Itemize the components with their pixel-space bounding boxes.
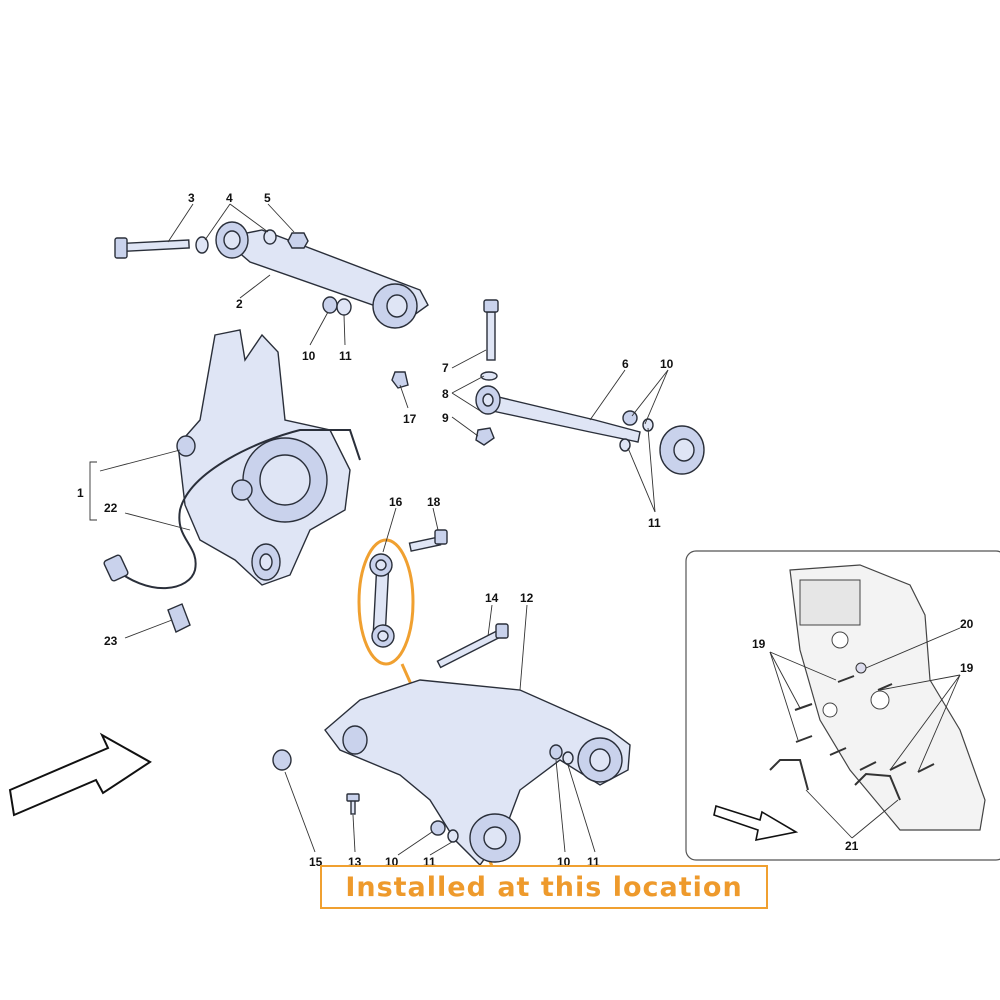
- label-18: 18: [427, 495, 441, 509]
- washer-8: [480, 371, 498, 381]
- label-7: 7: [442, 361, 449, 375]
- installed-location-callout: Installed at this location: [320, 865, 768, 909]
- nut-5: [287, 232, 309, 249]
- label-23: 23: [104, 634, 118, 648]
- label-9: 9: [442, 411, 449, 425]
- label-11-toe: 11: [648, 516, 661, 530]
- direction-arrow-icon: [8, 732, 152, 817]
- nut-10: [322, 296, 338, 314]
- label-10-toe: 10: [660, 357, 674, 371]
- washer-11c: [619, 438, 631, 452]
- label-17: 17: [403, 412, 417, 426]
- toe-link-part: [475, 385, 705, 475]
- highlight-ellipse: [357, 538, 415, 666]
- label-15: 15: [309, 855, 323, 869]
- bolt-3: [114, 237, 190, 259]
- washer-11: [336, 298, 352, 316]
- washer-4a: [195, 236, 209, 254]
- part-labels: 3 4 5 2 10 11 7 8 9 6 10 11 17 1 22 23 1…: [77, 191, 974, 869]
- inset-brackets-21: [769, 759, 901, 801]
- inset-nut-20: [855, 662, 867, 674]
- label-3: 3: [188, 191, 195, 205]
- label-21: 21: [845, 839, 859, 853]
- label-14: 14: [485, 591, 499, 605]
- label-4: 4: [226, 191, 233, 205]
- sensor-wire-22: [109, 429, 361, 590]
- label-19-left: 19: [752, 637, 766, 651]
- hub-carrier-part: [176, 329, 351, 586]
- inset-bolts-19: [794, 675, 935, 773]
- bolt-14: [436, 623, 509, 669]
- label-11-upper: 11: [339, 349, 352, 363]
- nut-10b: [622, 410, 638, 426]
- label-2: 2: [236, 297, 243, 311]
- label-16: 16: [389, 495, 403, 509]
- leader-lines: [89, 203, 961, 856]
- bolt-7: [483, 299, 499, 361]
- washer-11d: [447, 829, 459, 843]
- clip-23: [167, 603, 191, 633]
- inset-direction-arrow-icon: [713, 804, 799, 842]
- nut-10d: [549, 744, 563, 760]
- bolt-13: [346, 793, 360, 815]
- link-rod-16: [369, 553, 395, 648]
- label-6: 6: [622, 357, 629, 371]
- label-8: 8: [442, 387, 449, 401]
- label-20: 20: [960, 617, 974, 631]
- nut-10c: [430, 820, 446, 836]
- nut-17: [391, 371, 409, 389]
- label-1: 1: [77, 486, 84, 500]
- nut-9: [475, 427, 495, 446]
- sensor-plug: [103, 554, 129, 582]
- label-10-upper: 10: [302, 349, 316, 363]
- bushing-15: [272, 749, 292, 771]
- washer-4b: [263, 229, 277, 245]
- bolt-18: [408, 529, 448, 552]
- washer-11e: [562, 751, 574, 765]
- upper-arm-part: [215, 221, 429, 329]
- label-19-right: 19: [960, 661, 974, 675]
- label-22: 22: [104, 501, 118, 515]
- inset-subframe-part: [789, 564, 986, 831]
- label-12: 12: [520, 591, 534, 605]
- lower-arm-part: [324, 679, 631, 867]
- label-5: 5: [264, 191, 271, 205]
